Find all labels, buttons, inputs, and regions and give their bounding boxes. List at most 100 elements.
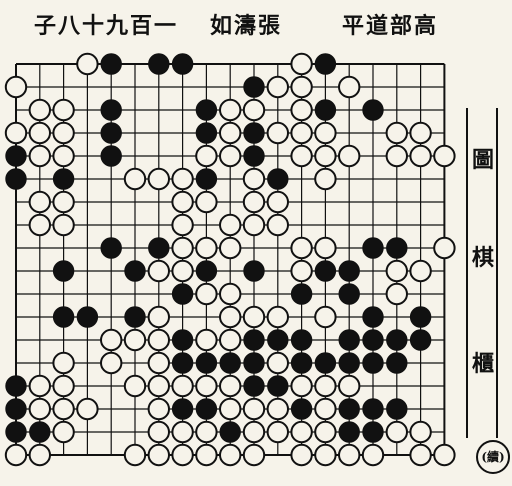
white-stone <box>266 121 289 145</box>
white-stone <box>171 443 194 467</box>
white-stone <box>219 144 242 168</box>
white-stone <box>314 236 337 260</box>
header: 子八十九百一 如濤張 平道部高 <box>0 0 512 46</box>
black-stone <box>76 306 99 328</box>
white-stone <box>28 374 51 398</box>
white-stone <box>52 420 75 444</box>
white-stone <box>314 167 337 191</box>
white-stone <box>314 397 337 421</box>
black-stone <box>243 329 265 351</box>
white-stone <box>290 420 313 444</box>
black-stone <box>362 99 384 121</box>
black-stone <box>290 398 313 420</box>
white-stone <box>28 443 51 467</box>
white-stone <box>314 443 337 467</box>
white-stone <box>314 305 337 329</box>
white-stone <box>290 52 313 76</box>
black-stone <box>219 421 241 443</box>
black-stone <box>362 306 384 328</box>
black-stone <box>386 352 408 374</box>
black-stone <box>362 329 384 351</box>
white-stone <box>52 374 75 398</box>
white-stone <box>290 121 313 145</box>
white-stone <box>147 351 171 375</box>
white-stone <box>385 420 408 444</box>
white-stone <box>147 328 171 352</box>
black-stone <box>195 352 218 374</box>
black-stone <box>52 260 75 282</box>
black-stone <box>362 421 384 443</box>
black-stone <box>5 145 27 167</box>
black-stone <box>338 329 360 351</box>
black-stone <box>124 260 146 282</box>
white-stone <box>338 374 361 398</box>
black-stone <box>5 398 27 420</box>
white-stone <box>52 121 75 145</box>
black-stone <box>100 99 122 121</box>
white-stone <box>52 213 75 237</box>
white-stone <box>123 167 147 191</box>
black-stone <box>386 398 408 420</box>
board-svg <box>4 52 456 467</box>
white-stone <box>4 443 28 467</box>
black-stone <box>338 421 360 443</box>
black-stone <box>195 122 218 144</box>
black-stone <box>243 122 265 144</box>
white-stone <box>409 443 432 467</box>
white-stone <box>266 190 289 214</box>
black-stone <box>362 398 384 420</box>
white-stone <box>242 420 266 444</box>
black-stone <box>243 145 265 167</box>
white-stone <box>171 213 194 237</box>
black-stone <box>29 421 51 443</box>
white-stone <box>219 397 242 421</box>
white-stone <box>28 121 51 145</box>
black-stone <box>314 352 337 374</box>
white-stone <box>314 121 337 145</box>
white-stone <box>171 236 194 260</box>
black-stone <box>338 260 360 282</box>
white-stone <box>290 374 313 398</box>
white-stone <box>195 420 218 444</box>
white-stone <box>147 305 171 329</box>
black-stone <box>171 352 194 374</box>
white-stone <box>385 259 408 283</box>
white-stone <box>4 121 28 145</box>
black-stone <box>267 329 289 351</box>
white-stone <box>314 144 337 168</box>
black-stone <box>195 398 218 420</box>
black-stone <box>52 306 75 328</box>
side-char-1: 圖 <box>471 147 494 173</box>
white-stone <box>195 374 218 398</box>
white-stone <box>242 213 266 237</box>
black-stone <box>290 329 313 351</box>
white-stone <box>195 144 218 168</box>
white-stone <box>290 259 313 283</box>
white-stone <box>290 144 313 168</box>
white-stone <box>171 374 194 398</box>
black-stone <box>290 352 313 374</box>
white-stone <box>123 443 147 467</box>
white-stone <box>28 98 51 122</box>
white-stone <box>195 190 218 214</box>
black-stone <box>171 329 194 351</box>
black-stone <box>338 283 360 305</box>
black-stone <box>195 168 218 190</box>
black-stone <box>243 260 265 282</box>
black-stone <box>195 99 218 121</box>
black-stone <box>52 168 75 190</box>
white-stone <box>409 121 432 145</box>
white-stone <box>219 443 242 467</box>
continued-mark: (續) <box>476 440 510 474</box>
black-stone <box>409 306 432 328</box>
black-stone <box>338 398 360 420</box>
white-stone <box>242 443 266 467</box>
black-stone <box>100 122 122 144</box>
side-title-band: 圖 棋 櫃 <box>462 108 504 438</box>
white-stone <box>123 374 147 398</box>
white-stone <box>266 420 289 444</box>
side-rule-right <box>496 108 498 438</box>
white-stone <box>242 305 266 329</box>
white-stone <box>385 144 408 168</box>
white-stone <box>171 190 194 214</box>
